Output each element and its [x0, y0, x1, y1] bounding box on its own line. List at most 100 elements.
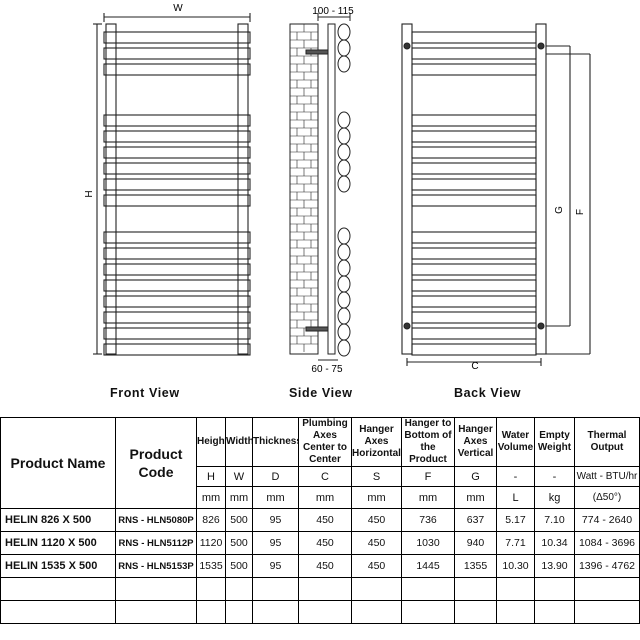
- value-cell: 500: [225, 554, 253, 578]
- bar-profile: [337, 291, 351, 309]
- value-cell: 13.90: [534, 554, 575, 578]
- towel-bar: [411, 343, 537, 356]
- product-code-cell: RNS - HLN5080P: [115, 508, 197, 532]
- bar-profile: [337, 159, 351, 177]
- side-bottom-dim-label: 60 - 75: [311, 364, 343, 375]
- towel-bar: [411, 162, 537, 175]
- dim-f-label: F: [575, 209, 586, 215]
- value-cell: 450: [351, 508, 402, 532]
- dim-w-label: W: [173, 3, 183, 14]
- right-rail: [535, 23, 547, 355]
- front-view-drawing: [93, 13, 251, 356]
- col-symbol: Watt - BTU/hr: [574, 466, 640, 487]
- value-cell: 1355: [454, 554, 497, 578]
- value-cell: 95: [252, 508, 299, 532]
- bar-profile: [337, 39, 351, 57]
- towel-bar: [103, 247, 251, 260]
- side-view-label: Side View: [289, 386, 353, 400]
- col-symbol: F: [401, 466, 455, 487]
- col-unit: mm: [401, 486, 455, 509]
- product-name-cell: HELIN 1120 X 500: [0, 531, 116, 555]
- value-cell: 1396 - 4762: [574, 554, 640, 578]
- col-header: Thickness: [252, 417, 299, 467]
- wall-bracket: [305, 326, 329, 332]
- dim-h-label: H: [84, 190, 95, 197]
- spec-table: Product Name Product Code Height Width T…: [0, 417, 640, 624]
- towel-bar: [411, 47, 537, 60]
- towel-bar: [103, 327, 251, 340]
- col-symbol: -: [496, 466, 535, 487]
- towel-bar: [411, 146, 537, 159]
- col-unit: L: [496, 486, 535, 509]
- towel-bar: [411, 178, 537, 191]
- towel-bar: [103, 194, 251, 207]
- towel-bar: [411, 114, 537, 127]
- col-unit: mm: [351, 486, 402, 509]
- towel-bar: [411, 130, 537, 143]
- product-code-cell: RNS - HLN5153P: [115, 554, 197, 578]
- towel-bar: [411, 63, 537, 76]
- towel-bar: [103, 263, 251, 276]
- col-symbol: C: [298, 466, 352, 487]
- value-cell: 940: [454, 531, 497, 555]
- towel-bar: [103, 63, 251, 76]
- bar-profile: [337, 23, 351, 41]
- hanger-point: [403, 42, 411, 50]
- col-header: Hanger to Bottom of the Product: [401, 417, 455, 467]
- back-view-label: Back View: [454, 386, 522, 400]
- col-symbol: -: [534, 466, 575, 487]
- col-unit: mm: [196, 486, 226, 509]
- towel-bar: [103, 279, 251, 292]
- table-header-row: Product Name Product Code Height Width T…: [0, 417, 640, 509]
- col-symbol: H: [196, 466, 226, 487]
- bar-profile: [337, 323, 351, 341]
- value-cell: 1535: [196, 554, 226, 578]
- col-header: Hanger Axes Vertical: [454, 417, 497, 467]
- towel-bar: [103, 231, 251, 244]
- bar-profile: [337, 275, 351, 293]
- dim-c-label: C: [471, 361, 478, 372]
- bar-profile: [337, 243, 351, 261]
- unit-row: mm mm mm mm mm mm mm L kg (Δ50°): [1, 486, 640, 509]
- value-cell: 450: [298, 508, 352, 532]
- value-cell: 7.71: [496, 531, 535, 555]
- col-header: Width: [225, 417, 253, 467]
- side-top-dim-label: 100 - 115: [312, 6, 354, 17]
- col-unit: mm: [225, 486, 253, 509]
- col-symbol: W: [225, 466, 253, 487]
- side-view-drawing: [289, 13, 351, 361]
- back-view-drawing: [401, 23, 591, 366]
- value-cell: 736: [401, 508, 455, 532]
- col-unit: (Δ50°): [574, 486, 640, 509]
- col-header: Plumbing Axes Center to Center: [298, 417, 352, 467]
- towel-bar: [103, 130, 251, 143]
- towel-bar: [411, 247, 537, 260]
- col-unit: mm: [454, 486, 497, 509]
- towel-bar: [411, 279, 537, 292]
- value-cell: 1084 - 3696: [574, 531, 640, 555]
- value-cell: 1445: [401, 554, 455, 578]
- value-cell: 500: [225, 508, 253, 532]
- value-cell: 637: [454, 508, 497, 532]
- col-symbol: G: [454, 466, 497, 487]
- value-cell: 450: [351, 554, 402, 578]
- col-unit: mm: [252, 486, 299, 509]
- towel-bar: [103, 114, 251, 127]
- col-header: Water Volume: [496, 417, 535, 467]
- towel-bar: [103, 47, 251, 60]
- dim-g-label: G: [554, 206, 565, 214]
- bar-profile: [337, 143, 351, 161]
- col-header: Hanger Axes Horizontal: [351, 417, 402, 467]
- value-cell: 826: [196, 508, 226, 532]
- bar-profile: [337, 339, 351, 357]
- product-name-cell: HELIN 826 X 500: [0, 508, 116, 532]
- product-code-cell: RNS - HLN5112P: [115, 531, 197, 555]
- wall-bracket: [305, 49, 329, 55]
- empty-row: [0, 577, 640, 601]
- value-cell: 10.30: [496, 554, 535, 578]
- col-symbol: S: [351, 466, 402, 487]
- bar-profile: [337, 227, 351, 245]
- towel-bar: [103, 162, 251, 175]
- value-cell: 1030: [401, 531, 455, 555]
- bar-profile: [337, 127, 351, 145]
